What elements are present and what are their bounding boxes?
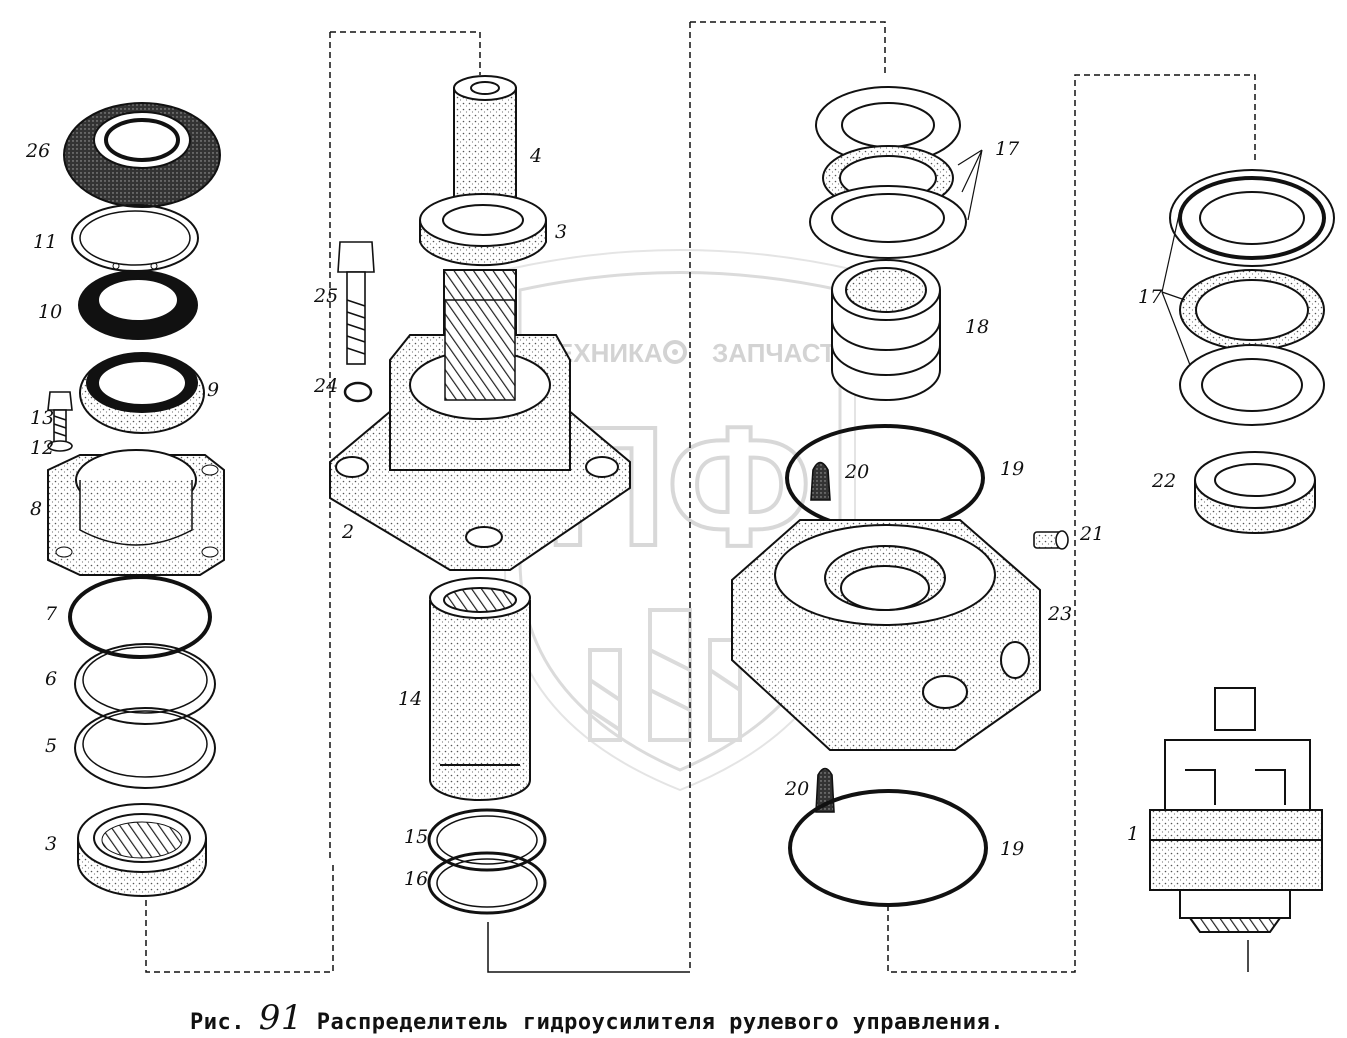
label-4: 4: [529, 145, 542, 167]
label-9: 9: [207, 379, 219, 401]
part-21-plug: [1033, 530, 1069, 550]
label-20-bottom: 20: [784, 778, 809, 800]
figure-caption: Рис. 91 Распределитель гидроусилителя ру…: [0, 998, 1347, 1038]
label-23: 23: [1047, 603, 1072, 625]
label-7: 7: [45, 603, 58, 625]
label-20-top: 20: [844, 461, 869, 483]
label-8: 8: [30, 498, 42, 520]
watermark-tower-glyphs: [588, 608, 742, 742]
label-18: 18: [965, 316, 989, 338]
part-19-o-ring-bottom: [788, 789, 988, 907]
part-12-washer: [47, 440, 73, 452]
part-13-bolt: [47, 391, 73, 443]
label-12: 12: [30, 437, 54, 459]
label-15: 15: [404, 826, 428, 848]
label-5: 5: [45, 735, 57, 757]
label-6: 6: [45, 668, 57, 690]
part-labels: 26 11 10 9 13 12 8 7 6 5 3 25 24 4 3 2 1…: [25, 138, 1176, 890]
part-16-ring: [427, 851, 547, 915]
part-1-valve-assembly: [1149, 687, 1323, 933]
leader-lines: [957, 149, 1191, 366]
part-25-bolt: [337, 241, 375, 365]
part-7-o-ring: [68, 575, 212, 659]
label-11: 11: [33, 231, 57, 253]
label-13: 13: [30, 407, 54, 429]
part-22-nut: [1194, 451, 1316, 534]
part-2-housing: [329, 299, 631, 571]
caption-prefix: Рис.: [190, 1010, 245, 1035]
part-10-seal: [78, 270, 198, 340]
part-6-ring: [74, 643, 216, 725]
label-17-top: 17: [995, 138, 1020, 160]
label-2: 2: [341, 521, 354, 543]
label-26: 26: [25, 140, 50, 162]
part-14-sleeve: [429, 577, 531, 801]
part-17-thrust-bearing-top: [809, 86, 967, 259]
part-3-bearing-mid: [419, 193, 547, 267]
part-3-bearing-left: [77, 803, 207, 897]
label-21: 21: [1079, 523, 1104, 545]
caption-text: Распределитель гидроусилителя рулевого у…: [316, 1010, 1005, 1035]
label-22: 22: [1151, 470, 1176, 492]
part-15-ring: [427, 808, 547, 872]
part-9-seal: [79, 352, 205, 434]
part-8-flange: [47, 449, 225, 576]
label-19-top: 19: [1000, 458, 1024, 480]
label-10: 10: [38, 301, 62, 323]
label-25: 25: [313, 285, 338, 307]
part-20-plunger-top: [810, 461, 831, 501]
part-11-snap-ring: [71, 204, 199, 272]
group-brackets: [145, 21, 1256, 973]
part-17-thrust-bearing-right: [1169, 169, 1335, 426]
part-24-washer: [343, 381, 373, 403]
gear-icon: [663, 340, 687, 364]
label-3-left: 3: [45, 833, 57, 855]
label-1: 1: [1127, 823, 1139, 845]
label-14: 14: [398, 688, 422, 710]
part-18-sleeve: [831, 259, 941, 401]
label-3-mid: 3: [555, 221, 567, 243]
part-26-seal: [63, 102, 221, 208]
label-17-right: 17: [1138, 286, 1163, 308]
label-19-bottom: 19: [1000, 838, 1024, 860]
label-24: 24: [313, 375, 338, 397]
caption-number: 91: [258, 998, 303, 1038]
part-5-ring: [74, 707, 216, 789]
watermark-right-word: ЗАПЧАСТИ: [712, 338, 855, 368]
label-16: 16: [404, 868, 428, 890]
part-23-body: [731, 519, 1041, 751]
